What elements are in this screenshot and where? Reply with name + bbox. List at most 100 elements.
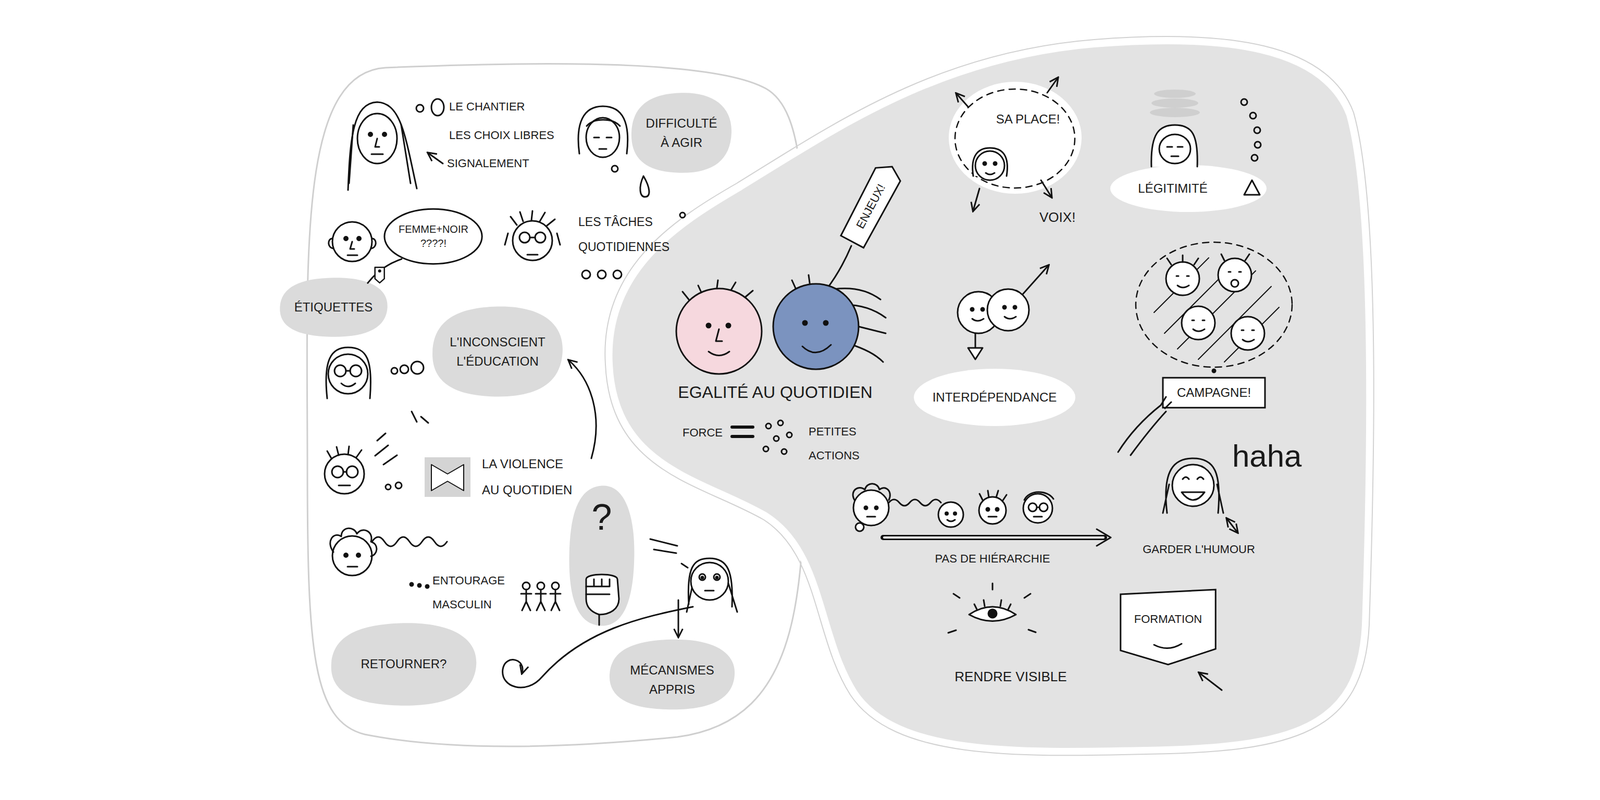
woman-long-hair xyxy=(382,132,387,137)
tear-drops xyxy=(679,212,686,218)
label-wrap: PETITES ACTIONS xyxy=(808,419,872,468)
tear-drops xyxy=(611,165,686,218)
three-circles xyxy=(597,270,606,279)
stick-figures xyxy=(535,589,547,611)
smiling-woman xyxy=(1172,464,1214,507)
shape-blob xyxy=(631,92,732,173)
pointer-arrow xyxy=(428,153,443,164)
node-text: ? xyxy=(591,489,613,547)
crowd-figure xyxy=(1154,257,1280,363)
node-blob: ? xyxy=(567,482,636,629)
price-tag-hole xyxy=(378,269,382,273)
label-text: RENDRE VISIBLE xyxy=(954,667,1067,687)
label-text: VOIX! xyxy=(1039,208,1076,227)
price-tag xyxy=(375,267,385,283)
right-region xyxy=(609,41,1370,752)
shape-blob xyxy=(569,485,635,626)
shape-ellipse xyxy=(913,368,1076,427)
shape-blob xyxy=(429,304,566,399)
node-text: DIFFICULTÉ À AGIR xyxy=(642,113,721,153)
halo-figure xyxy=(1151,98,1199,108)
smiling-woman xyxy=(1162,458,1224,514)
node-tag: ENJEUX! xyxy=(838,158,906,251)
woman-thinking xyxy=(650,539,688,568)
bald-man xyxy=(328,221,377,262)
halo-figure xyxy=(1151,125,1198,167)
label-wrap: PAS DE HIÉRARCHIE xyxy=(935,551,1051,567)
place-figure xyxy=(1047,78,1058,93)
shape-ellipse xyxy=(948,81,1082,194)
crowd-figure xyxy=(1192,320,1205,332)
node-text: RETOURNER? xyxy=(361,654,448,674)
label-wrap: LES CHOIX LIBRES xyxy=(449,127,555,144)
node-rect: CAMPAGNE! xyxy=(1161,377,1267,409)
crowd-figure xyxy=(1135,242,1293,368)
shape-book xyxy=(1118,588,1218,667)
crowd-figure xyxy=(1166,262,1200,296)
woman-glasses xyxy=(341,370,356,387)
gender-symbols xyxy=(987,289,1029,331)
bald-man xyxy=(347,241,358,256)
crowd-figure xyxy=(1231,279,1239,288)
woman-glasses xyxy=(411,361,424,375)
label-wrap: GARDER L'HUMOUR xyxy=(1142,541,1256,558)
three-circles xyxy=(613,270,622,279)
node-ellipse: INTERDÉPENDANCE xyxy=(913,368,1076,427)
gender-symbols xyxy=(1022,265,1049,295)
woman-bob-hair xyxy=(586,117,620,158)
man-shouting xyxy=(327,446,362,459)
small-dots xyxy=(763,420,792,455)
three-circles xyxy=(581,270,591,279)
curved-arrow xyxy=(568,360,597,459)
node-text: FORMATION xyxy=(1134,611,1202,628)
curly-person xyxy=(371,537,448,547)
shape-blob xyxy=(609,639,735,711)
crowd-figure xyxy=(1212,369,1216,373)
label-wrap: LA VIOLENCE AU QUOTIDIEN xyxy=(481,451,580,504)
thought-circles xyxy=(431,98,444,116)
pink-head xyxy=(676,280,762,375)
woman-long-hair xyxy=(357,113,398,164)
gender-symbols xyxy=(970,307,974,312)
row-of-heads xyxy=(1023,493,1053,524)
pink-head xyxy=(708,329,730,356)
man-glasses xyxy=(512,220,553,261)
shape-blob xyxy=(432,306,563,398)
curly-person xyxy=(330,528,377,557)
row-of-heads xyxy=(1028,503,1037,512)
woman-glasses xyxy=(334,365,346,377)
label-text: LES CHOIX LIBRES xyxy=(449,127,555,144)
ellipsis-dots xyxy=(417,584,421,588)
woman-bob-hair xyxy=(586,119,620,127)
gender-symbols xyxy=(981,307,985,312)
node-text: MÉCANISMES APPRIS xyxy=(622,660,722,700)
small-dots xyxy=(763,446,769,452)
row-of-heads xyxy=(986,507,990,512)
row-of-heads xyxy=(938,502,964,528)
crowd-figure xyxy=(1228,271,1242,274)
tear-drops xyxy=(640,176,650,197)
woman-thinking xyxy=(650,539,738,613)
small-dots xyxy=(765,423,772,429)
tag-string xyxy=(826,245,852,290)
label-wrap: VOIX! xyxy=(1039,208,1076,227)
woman-glasses xyxy=(326,347,429,424)
node-book: FORMATION xyxy=(1118,588,1218,667)
connector-line xyxy=(367,258,402,283)
row-of-heads xyxy=(1039,503,1048,512)
gender-symbols xyxy=(1013,305,1017,309)
label-text: PAS DE HIÉRARCHIE xyxy=(935,551,1051,567)
right-region xyxy=(604,36,1374,756)
place-figure xyxy=(985,172,995,175)
woman-long-hair xyxy=(348,102,417,191)
row-of-heads xyxy=(995,507,999,512)
small-dots xyxy=(773,436,779,442)
row-of-heads xyxy=(852,484,1054,532)
blue-head xyxy=(823,320,828,326)
row-of-heads xyxy=(953,512,957,516)
node-blob: L'INCONSCIENT L'ÉDUCATION xyxy=(429,304,566,399)
label-text: PETITES ACTIONS xyxy=(808,419,872,468)
crowd-figure xyxy=(1231,316,1265,351)
label-wrap: SIGNALEMENT xyxy=(447,155,530,172)
